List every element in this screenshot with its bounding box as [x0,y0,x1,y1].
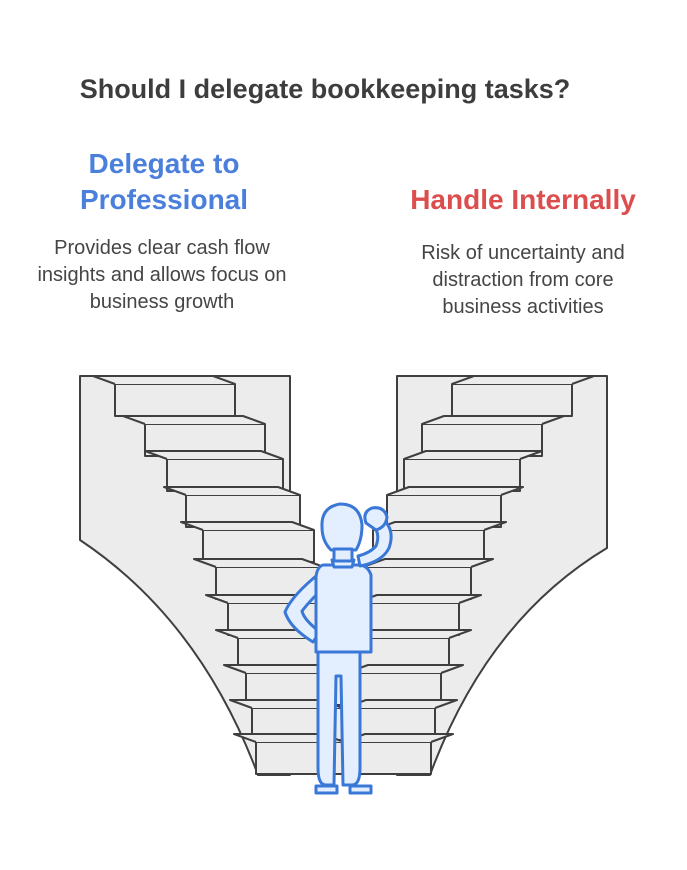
left-stair-tread [122,415,266,425]
right-stair-tread [451,375,595,385]
diagram-title: Should I delegate bookkeeping tasks? [79,74,571,104]
right-stair-tread [362,558,494,568]
right-stair-tread [372,521,507,531]
right-stair-tread [386,486,524,496]
right-stair-tread [345,664,464,674]
right-stair-step [451,383,573,417]
person-part [314,784,339,795]
left-stair-tread [180,521,315,531]
person-part [332,547,354,563]
left-stair-tread [163,486,301,496]
left-stair-tread [92,375,236,385]
option-delegate-description: Provides clear cash flow insights and al… [37,237,287,313]
option-internal-description: Risk of uncertainty and distraction from… [421,242,625,318]
left-stair-tread [193,558,325,568]
option-delegate-title: Delegate to Professional [79,148,249,215]
right-stair-tread [403,450,543,460]
left-stair-tread [144,450,284,460]
person-part [316,650,362,787]
right-stair-tread [421,415,565,425]
option-internal-title: Handle Internally [410,184,636,215]
right-staircase [342,375,608,776]
person-part [363,506,389,532]
left-stair-step [202,529,315,563]
person-part [320,502,364,552]
left-stair-step [114,383,236,417]
right-stair-tread [354,594,482,604]
left-staircase [79,375,345,776]
thinking-person-icon [283,502,393,795]
person-part [348,784,373,795]
person-part [314,563,373,654]
